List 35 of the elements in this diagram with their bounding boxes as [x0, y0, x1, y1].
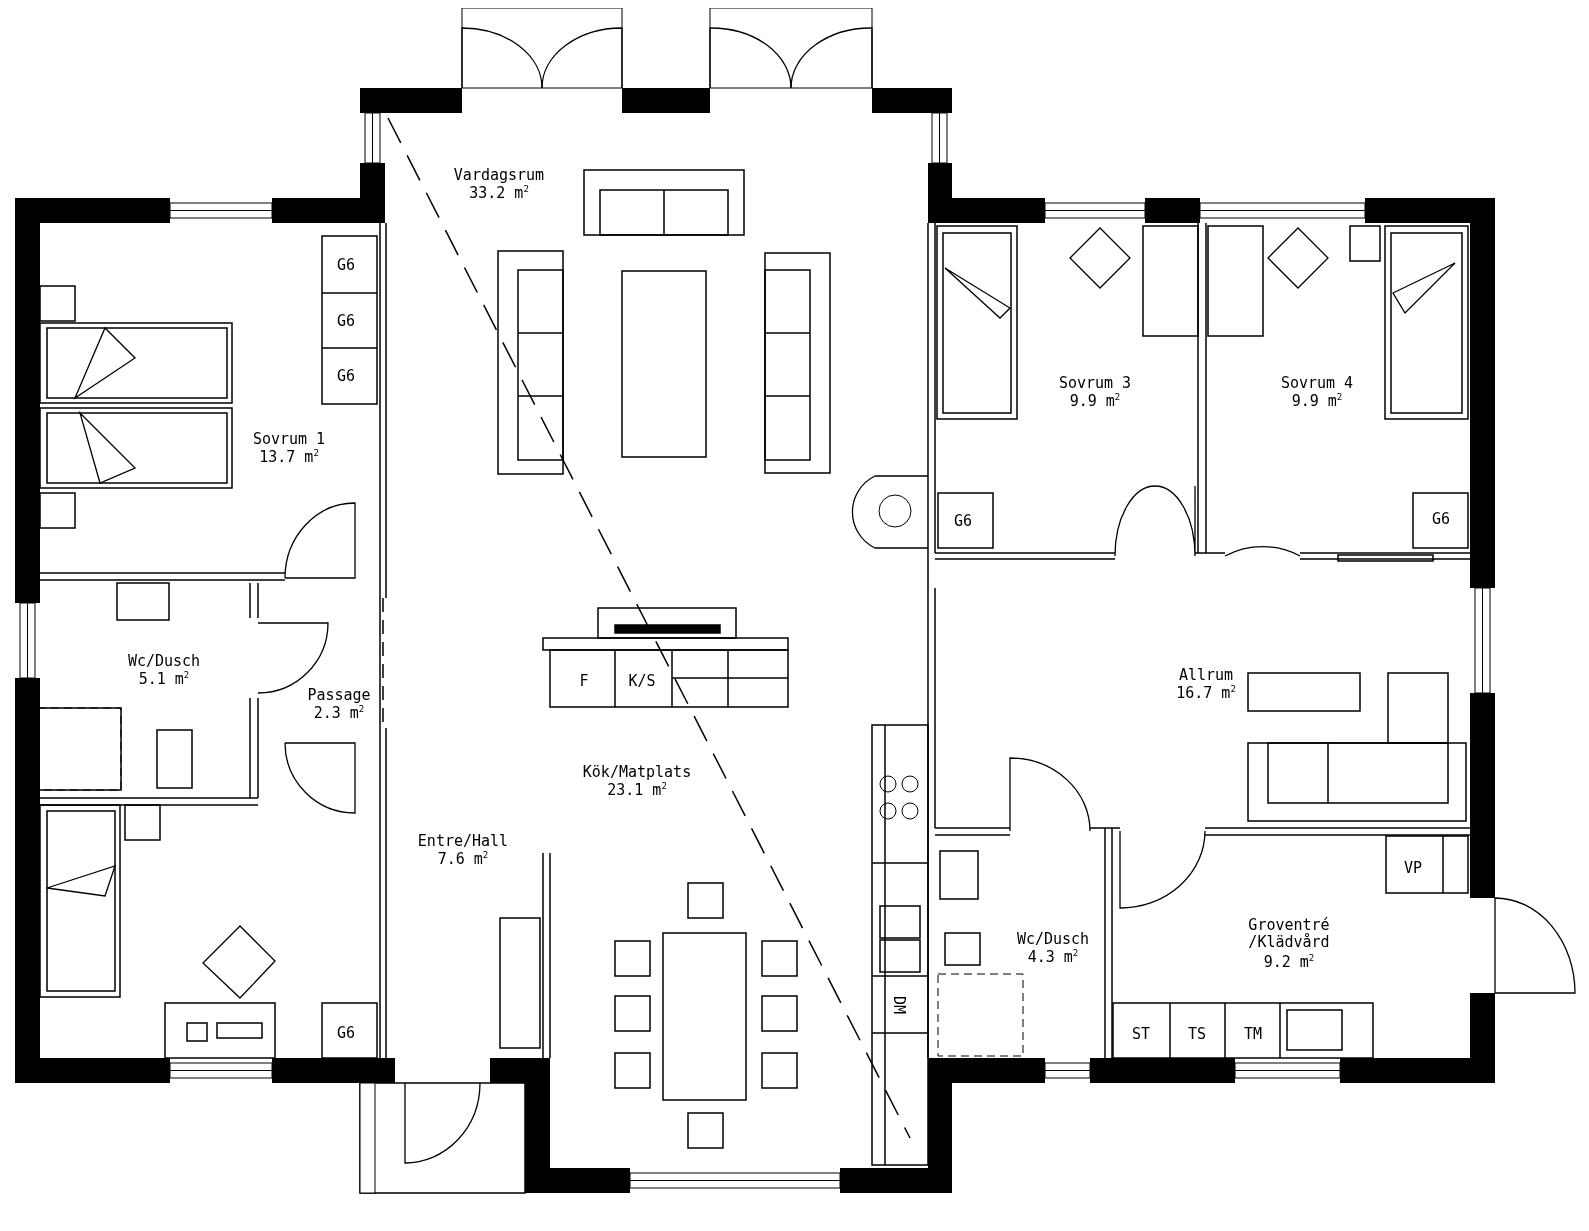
room-area: 7.6 m$^{2}$	[437, 850, 489, 868]
fixture-label: TM	[1243, 1025, 1263, 1043]
fixture-label: ST	[1131, 1025, 1151, 1043]
room-area: 5.1 m$^{2}$	[138, 670, 190, 688]
room-area: 9.9 m$^{2}$	[1069, 392, 1121, 410]
fixture-label: G6	[336, 312, 356, 330]
fixture-label: G6	[1431, 510, 1451, 528]
room-name: Entre/Hall	[417, 832, 509, 850]
room-name: Groventré /Klädvård	[1247, 917, 1331, 951]
room-name: Allrum	[1178, 666, 1234, 684]
room-name: Passage	[307, 686, 371, 704]
room-area: 4.3 m$^{2}$	[1027, 948, 1079, 966]
fixture-label: G6	[336, 256, 356, 274]
fixture-label: VP	[1403, 859, 1423, 877]
fixture-label: K/S	[628, 672, 656, 690]
fixture-label: G6	[336, 367, 356, 385]
room-area: 9.9 m$^{2}$	[1291, 392, 1343, 410]
room-area: 16.7 m$^{2}$	[1176, 684, 1236, 702]
room-name: Wc/Dusch	[1016, 930, 1090, 948]
room-name: Kök/Matplats	[582, 763, 692, 781]
fixture-label: F	[579, 672, 589, 690]
room-name: Sovrum 1	[252, 430, 326, 448]
room-name: Sovrum 3	[1058, 374, 1132, 392]
fixture-label: DM	[889, 995, 907, 1015]
fixture-label: G6	[336, 1024, 356, 1042]
room-name: Sovrum 4	[1280, 374, 1354, 392]
fixture-label: TS	[1187, 1025, 1207, 1043]
room-area: 2.3 m$^{2}$	[313, 704, 365, 722]
room-area: 23.1 m$^{2}$	[607, 781, 667, 799]
room-area: 33.2 m$^{2}$	[469, 184, 529, 202]
room-name: Wc/Dusch	[127, 652, 201, 670]
room-area: 9.2 m$^{2}$	[1263, 953, 1315, 971]
fixture-label: G6	[953, 512, 973, 530]
room-area: 13.7 m$^{2}$	[259, 448, 319, 466]
room-name: Vardagsrum	[453, 166, 545, 184]
